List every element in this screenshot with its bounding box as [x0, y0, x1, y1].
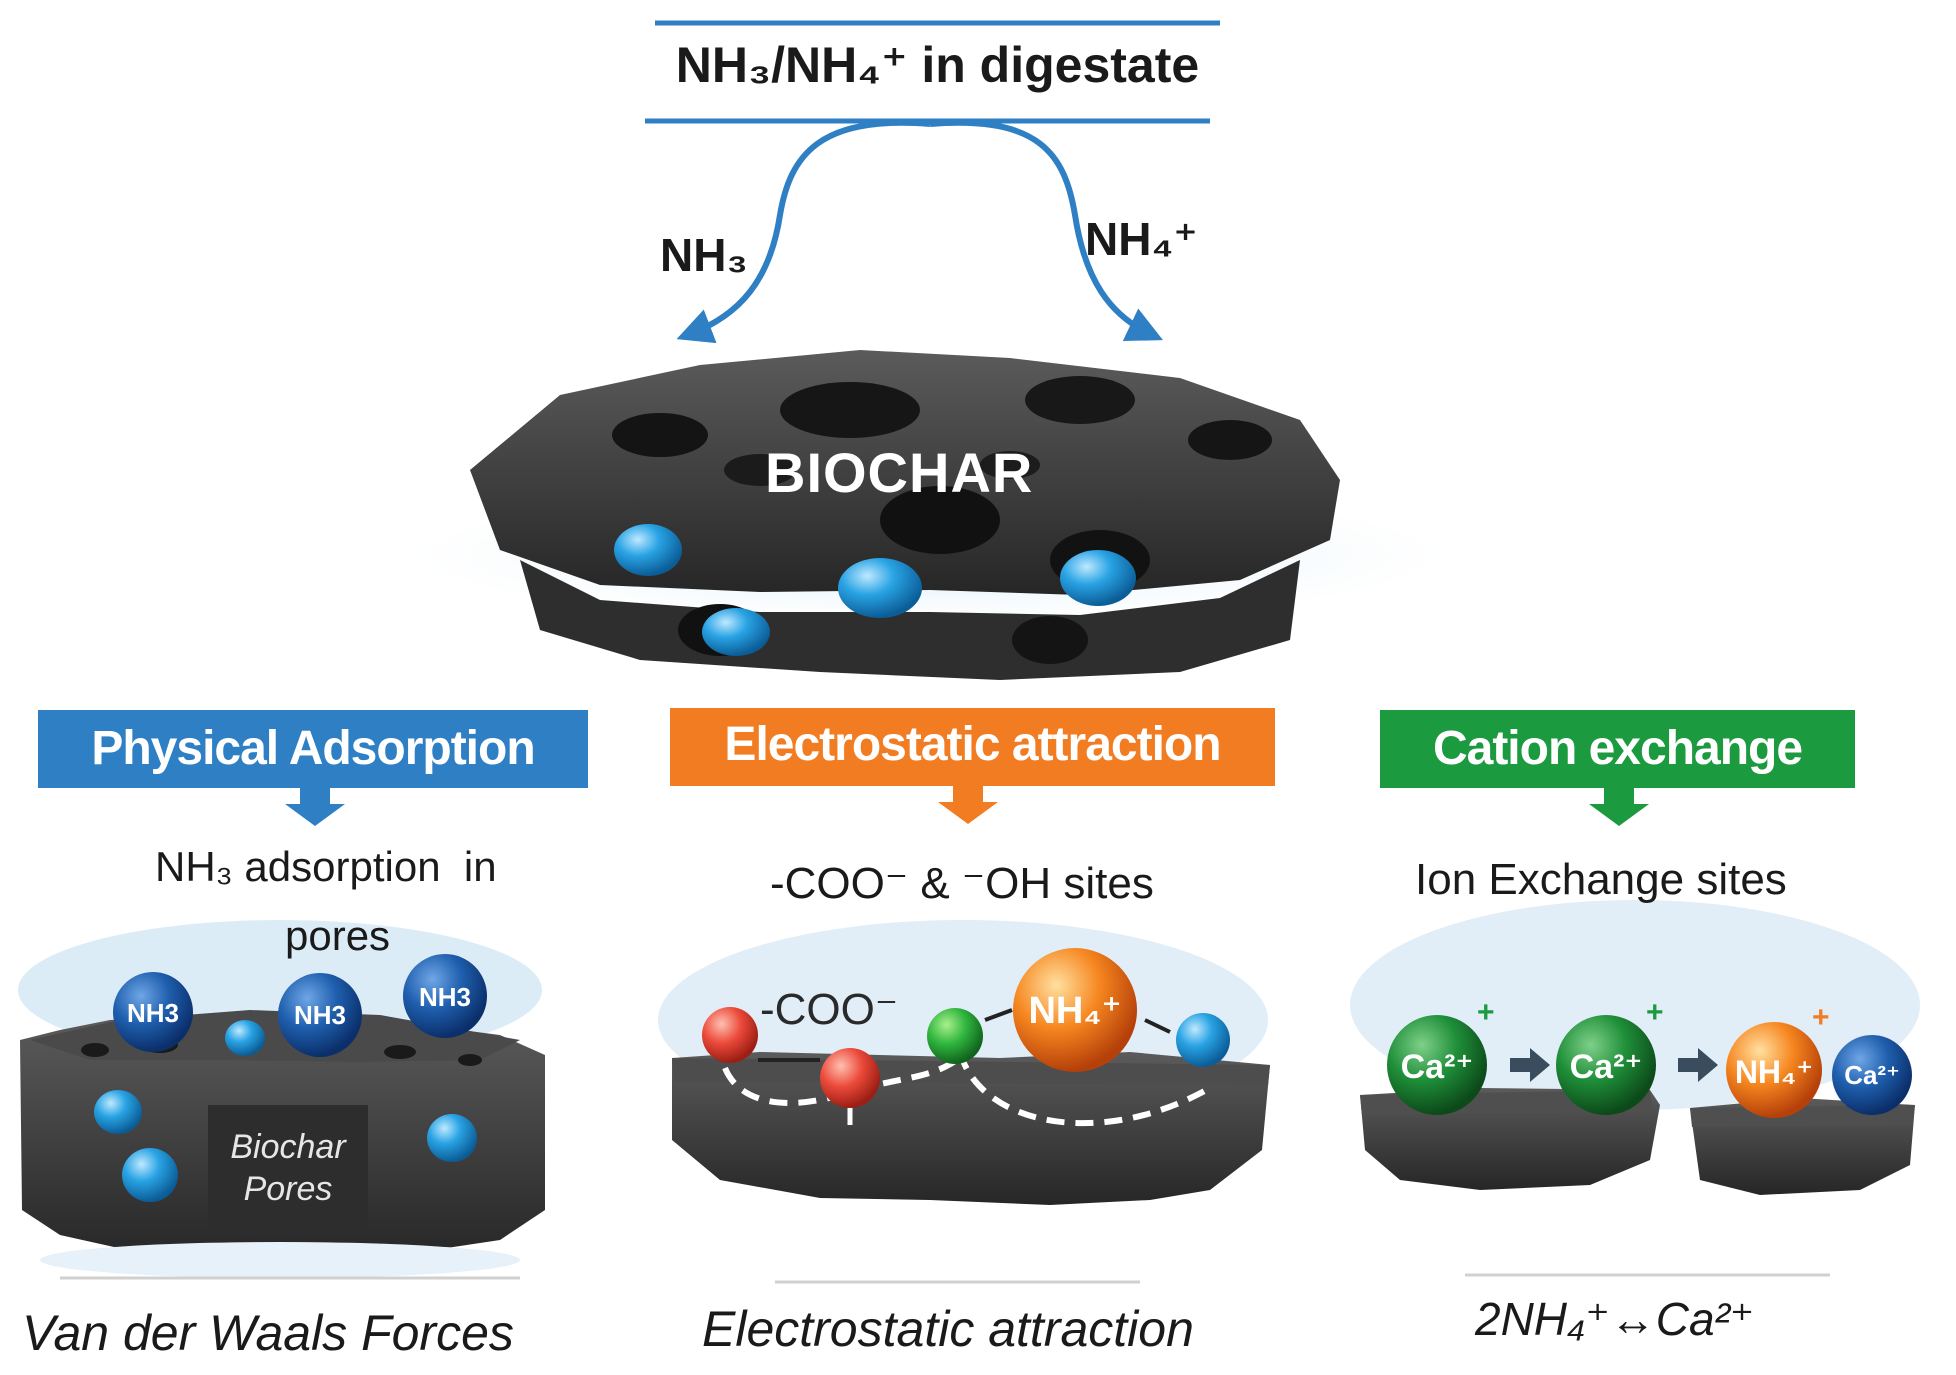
electrostatic-down-arrow	[938, 786, 998, 824]
biochar-pores-label-line2: Pores	[243, 1170, 333, 1208]
cation-exchange-inset: + + +	[1350, 900, 1920, 1195]
physical-description-line2: pores	[285, 912, 391, 959]
svg-text:+: +	[1646, 996, 1664, 1029]
electrostatic-force-label: Electrostatic attraction	[702, 1301, 1194, 1357]
electrostatic-description: -COO⁻ & ⁻OH sites	[770, 859, 1154, 908]
cation-exchange-box-bg	[1380, 710, 1855, 788]
cation-exchange-title: Cation exchange	[1432, 721, 1803, 775]
split-arrow-left	[676, 119, 931, 344]
physical-adsorption-inset	[18, 920, 545, 1278]
svg-text:+: +	[1812, 1001, 1830, 1034]
nh4-ion-label: NH₄⁺	[1734, 1054, 1814, 1090]
nh4-cation-label: NH₄⁺	[1028, 990, 1122, 1032]
biochar-label: BIOCHAR	[765, 441, 1034, 504]
physical-description-line1: NH₃ adsorption in	[155, 843, 497, 890]
nh3-particle-label-1: NH3	[126, 998, 179, 1028]
nh3-species-label: NH₃	[660, 229, 748, 281]
electrostatic-inset	[658, 920, 1270, 1205]
cation-description: Ion Exchange sites	[1415, 855, 1787, 904]
svg-text:+: +	[1477, 996, 1495, 1029]
ca-ion-label-2: Ca²⁺	[1569, 1048, 1643, 1086]
ca-ion-label-3: Ca²⁺	[1844, 1060, 1900, 1090]
nh3-particle-label-3: NH3	[418, 982, 471, 1012]
source-label: NH₃/NH₄⁺ in digestate	[675, 37, 1200, 93]
biochar-pores-label-line1: Biochar	[230, 1128, 346, 1166]
ca-ion-label-1: Ca²⁺	[1400, 1048, 1474, 1086]
cation-force-label: 2NH₄⁺↔Ca²⁺	[1475, 1293, 1755, 1345]
electrostatic-box-bg	[670, 708, 1275, 786]
physical-adsorption-title: Physical Adsorption	[91, 721, 535, 775]
electrostatic-attraction-title: Electrostatic attraction	[724, 717, 1221, 771]
physical-down-arrow	[285, 788, 345, 826]
cation-down-arrow	[1589, 788, 1649, 826]
coo-group-label: -COO⁻	[760, 985, 899, 1034]
split-arrow-right	[929, 119, 1164, 341]
physical-force-label: Van der Waals Forces	[22, 1305, 514, 1361]
nh4-species-label: NH₄⁺	[1085, 213, 1198, 265]
nh3-particle-label-2: NH3	[293, 1000, 346, 1030]
physical-adsorption-box-bg	[38, 710, 588, 788]
biochar-block	[410, 350, 1450, 680]
